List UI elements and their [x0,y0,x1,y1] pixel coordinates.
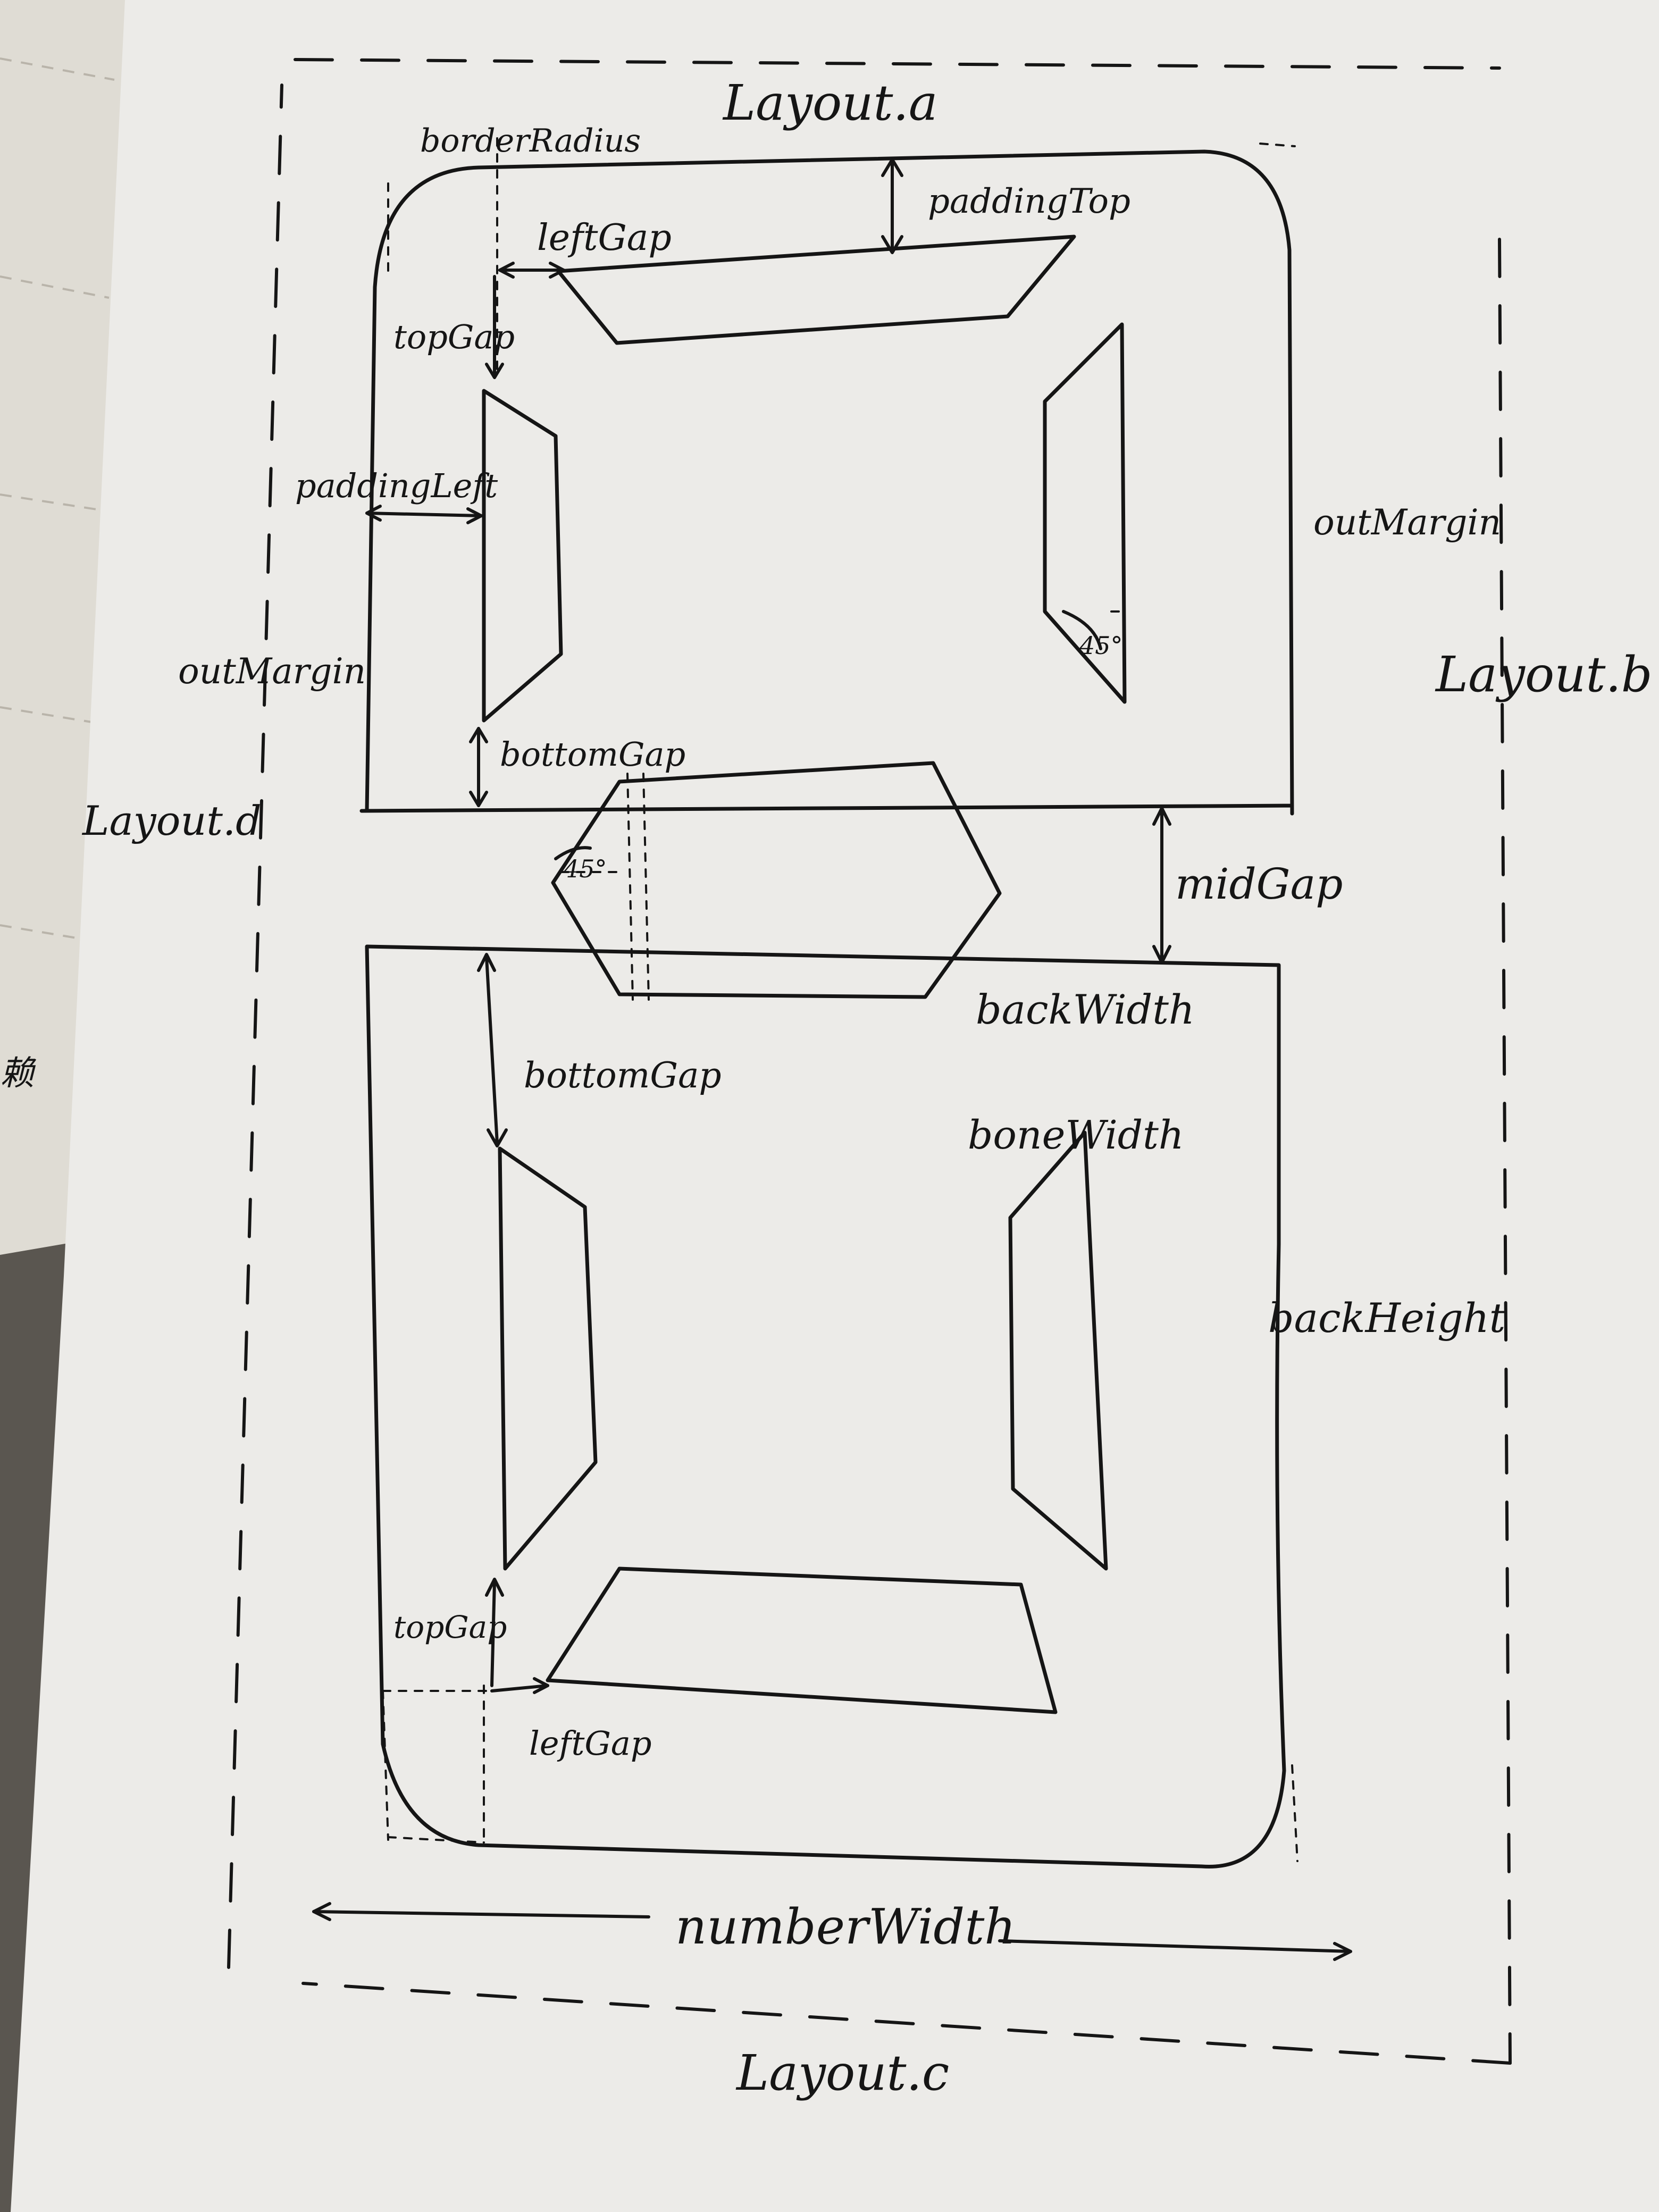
label-angle-right: 45° [1079,631,1123,660]
upper-back-outline [359,149,1294,816]
label-angle-mid: 45° [563,854,607,883]
under-sheet-glyph: 赖 [0,1054,37,1093]
label-border-radius: borderRadius [420,122,641,160]
label-left-gap-lower: leftGap [529,1724,652,1763]
segment-bottom [546,1566,1058,1714]
label-top-gap-top: topGap [393,317,515,356]
segment-lower-right [1008,1130,1108,1571]
layout-boundary [227,58,1512,2065]
under-sheet-ruling [0,57,115,942]
label-number-width: numberWidth [675,1898,1016,1955]
segment-top [556,234,1076,345]
guide-lines [382,137,1298,1862]
segment-upper-right [1043,322,1127,704]
label-padding-top: paddingTop [928,182,1130,221]
label-bottom-gap-top: bottomGap [500,735,685,774]
label-back-height: backHeight [1268,1294,1506,1342]
label-left-gap-top: leftGap [537,217,672,259]
paper-sheet [11,0,1659,2212]
label-padding-left: paddingLeft [295,466,498,505]
segment-lower-left [498,1146,598,1571]
annotation-labels: Layout.a borderRadius paddingTop leftGap… [81,74,1653,2101]
label-mid-gap: midGap [1175,859,1343,909]
dimension-arrows [312,158,1352,1961]
label-layout-a: Layout.a [722,74,938,131]
label-top-gap-lower: topGap [393,1609,507,1645]
label-bone-width: boneWidth [968,1112,1184,1158]
label-bottom-gap-lower: bottomGap [524,1055,722,1096]
label-layout-c: Layout.c [735,2045,949,2101]
lower-back-outline [365,944,1286,1869]
segment-middle [551,761,1002,999]
label-layout-b: Layout.b [1435,646,1653,703]
label-back-width: backWidth [976,986,1195,1033]
label-out-margin-left: outMargin [178,651,366,692]
label-out-margin-right: outMargin [1313,502,1501,543]
segment-upper-left [482,389,563,723]
label-layout-d: Layout.d [81,797,262,844]
